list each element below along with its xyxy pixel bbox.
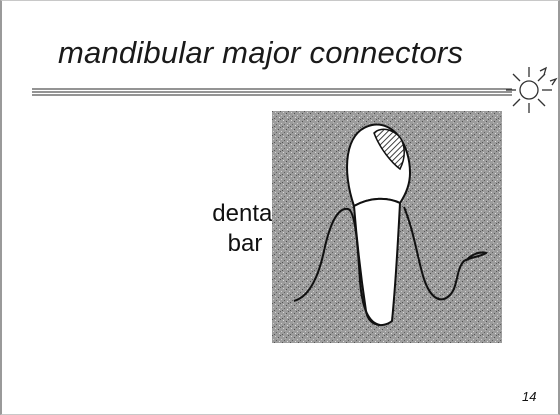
tooth-cross-section-diagram bbox=[272, 111, 502, 343]
title-underline bbox=[32, 87, 512, 97]
page-number: 14 bbox=[522, 389, 536, 404]
slide-title: mandibular major connectors bbox=[58, 35, 463, 71]
sun-icon bbox=[500, 65, 558, 115]
